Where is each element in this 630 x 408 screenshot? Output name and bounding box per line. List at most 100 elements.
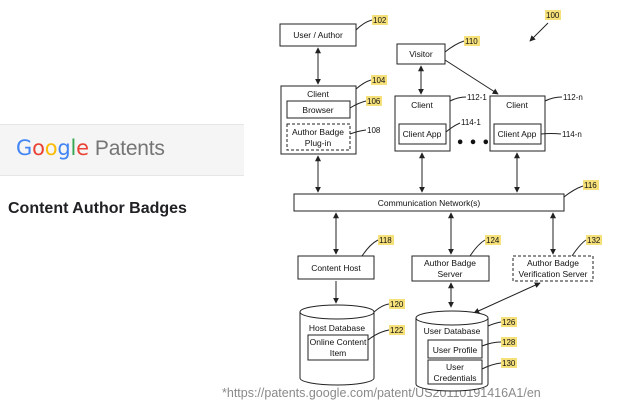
leader-line bbox=[481, 362, 502, 370]
user-credentials-label-line2: Credentials bbox=[434, 373, 477, 383]
ref-label-114-n: 114-n bbox=[562, 130, 582, 139]
logo-letter: o bbox=[32, 136, 45, 160]
ref-highlight bbox=[583, 180, 599, 190]
verify-label-line2: Verification Server bbox=[519, 269, 588, 279]
ref-label-126: 126 bbox=[502, 318, 516, 327]
online-content-label-line2: Item bbox=[330, 348, 347, 358]
author-badge-plugin-box bbox=[286, 123, 351, 151]
user-author-label: User / Author bbox=[293, 30, 343, 40]
ref-label-118: 118 bbox=[379, 236, 392, 245]
page-title: Content Author Badges bbox=[8, 200, 187, 217]
ref-highlight bbox=[389, 325, 405, 335]
user-credentials-box bbox=[427, 359, 483, 385]
leader-line bbox=[373, 303, 390, 313]
ref-highlight bbox=[485, 235, 501, 245]
ref-label-116: 116 bbox=[584, 181, 597, 190]
leader-line bbox=[355, 19, 373, 31]
badge-server-label-line2: Server bbox=[437, 269, 462, 279]
client-label: Client bbox=[307, 89, 329, 99]
leader-line bbox=[445, 122, 461, 133]
client-n-label: Client bbox=[506, 100, 528, 110]
communication-network-box bbox=[293, 193, 565, 212]
leader-line bbox=[349, 100, 367, 109]
ref-label-122: 122 bbox=[390, 326, 404, 335]
ref-label-128: 128 bbox=[502, 338, 516, 347]
ref-highlight bbox=[501, 358, 517, 368]
ref-label-108: 108 bbox=[367, 126, 381, 135]
verify-label-line1: Author Badge bbox=[527, 258, 579, 268]
host-database-label: Host Database bbox=[309, 323, 365, 333]
logo-product-name: Patents bbox=[94, 137, 165, 160]
ref-label-120: 120 bbox=[390, 300, 404, 309]
ref-label-110: 110 bbox=[465, 37, 478, 46]
ref-label-124: 124 bbox=[486, 236, 500, 245]
visitor-label: Visitor bbox=[409, 49, 433, 59]
ref-highlight bbox=[389, 299, 405, 309]
browser-box bbox=[286, 100, 351, 119]
ref-highlight bbox=[586, 235, 602, 245]
leader-line bbox=[349, 129, 367, 135]
author-badge-server-box bbox=[411, 255, 490, 282]
ref-label-106: 106 bbox=[367, 97, 381, 106]
ref-highlight bbox=[464, 36, 480, 46]
connector-arrow bbox=[444, 59, 499, 95]
user-profile-box bbox=[427, 339, 483, 359]
client-1-label: Client bbox=[411, 100, 433, 110]
plugin-label-line2: Plug-in bbox=[305, 138, 332, 148]
logo-letter: l bbox=[70, 136, 77, 160]
leader-line bbox=[571, 239, 587, 257]
host-database-top bbox=[299, 304, 375, 320]
leader-line bbox=[449, 96, 467, 102]
leader-line bbox=[444, 40, 465, 53]
online-content-item-box bbox=[307, 334, 369, 361]
user-database-label: User Database bbox=[424, 326, 481, 336]
leader-line bbox=[481, 341, 502, 347]
logo-letter: o bbox=[44, 136, 58, 160]
google-patents-banner bbox=[0, 124, 244, 176]
figure-pointer-arrow bbox=[529, 22, 549, 42]
leader-line bbox=[563, 185, 584, 198]
plugin-label-line1: Author Badge bbox=[292, 127, 344, 137]
logo-letter: e bbox=[76, 136, 89, 160]
ref-highlight bbox=[371, 75, 387, 85]
author-badge-verification-server-box bbox=[512, 255, 594, 282]
logo-letter: G bbox=[16, 136, 33, 160]
ref-highlight bbox=[545, 10, 561, 20]
ref-label-112-1: 112-1 bbox=[467, 93, 487, 102]
leader-line bbox=[469, 239, 486, 257]
content-host-label: Content Host bbox=[311, 263, 361, 273]
leader-line bbox=[367, 329, 390, 341]
content-host-box bbox=[297, 255, 375, 280]
ref-highlight bbox=[378, 235, 394, 245]
logo-letter: g bbox=[57, 136, 71, 160]
network-label: Communication Network(s) bbox=[378, 198, 481, 208]
online-content-label-line1: Online Content bbox=[310, 337, 367, 347]
connector-arrow bbox=[473, 282, 541, 314]
leader-line bbox=[487, 321, 502, 327]
user-database-top bbox=[415, 310, 489, 326]
user-profile-label: User Profile bbox=[433, 345, 478, 355]
ref-label-132: 132 bbox=[587, 236, 601, 245]
user-credentials-label-line1: User bbox=[446, 362, 464, 372]
ref-highlight bbox=[366, 96, 382, 106]
leader-line bbox=[355, 79, 372, 90]
ref-highlight bbox=[372, 15, 388, 25]
client-app-n-label: Client App bbox=[498, 129, 537, 139]
ref-label-100: 100 bbox=[546, 11, 560, 20]
ref-label-112-n: 112-n bbox=[563, 93, 583, 102]
ref-label-114-1: 114-1 bbox=[461, 118, 481, 127]
client-app-1-box bbox=[398, 123, 447, 145]
badge-server-label-line1: Author Badge bbox=[424, 258, 476, 268]
ref-label-102: 102 bbox=[373, 16, 387, 25]
leader-line bbox=[540, 133, 562, 135]
ref-highlight bbox=[501, 317, 517, 327]
visitor-box bbox=[396, 43, 446, 65]
ref-label-104: 104 bbox=[372, 76, 386, 85]
leader-line bbox=[544, 96, 563, 102]
ellipsis-more-clients: • • • bbox=[456, 136, 490, 151]
browser-label: Browser bbox=[302, 105, 333, 115]
user-author-box bbox=[279, 23, 357, 47]
ref-highlight bbox=[501, 337, 517, 347]
